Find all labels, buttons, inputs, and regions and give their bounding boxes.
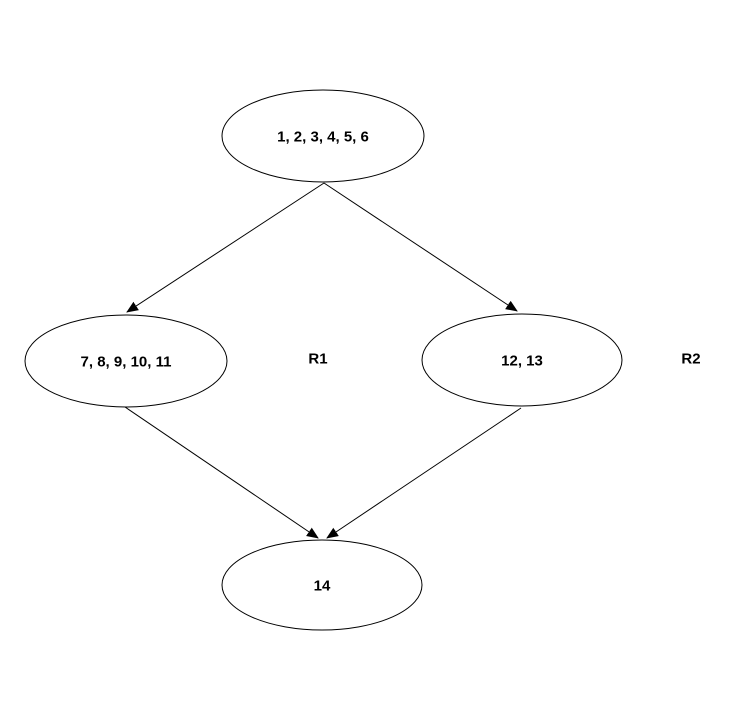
node-ellipse-left [24,314,228,408]
node-label-left: 7, 8, 9, 10, 11 [81,354,172,371]
relation-label-r2: R2 [681,351,700,368]
node-ellipse-bottom [221,539,423,631]
node-ellipse-right [421,313,623,407]
edge-left-to-bottom [124,406,319,539]
edge-top-to-left [126,182,325,313]
node-ellipse-top [221,89,425,183]
edge-top-to-right [323,182,518,312]
edge-right-to-bottom [326,407,522,539]
node-label-top: 1, 2, 3, 4, 5, 6 [277,129,369,146]
relation-label-r1: R1 [308,351,327,368]
node-label-right: 12, 13 [501,353,543,370]
node-label-bottom: 14 [314,578,331,595]
